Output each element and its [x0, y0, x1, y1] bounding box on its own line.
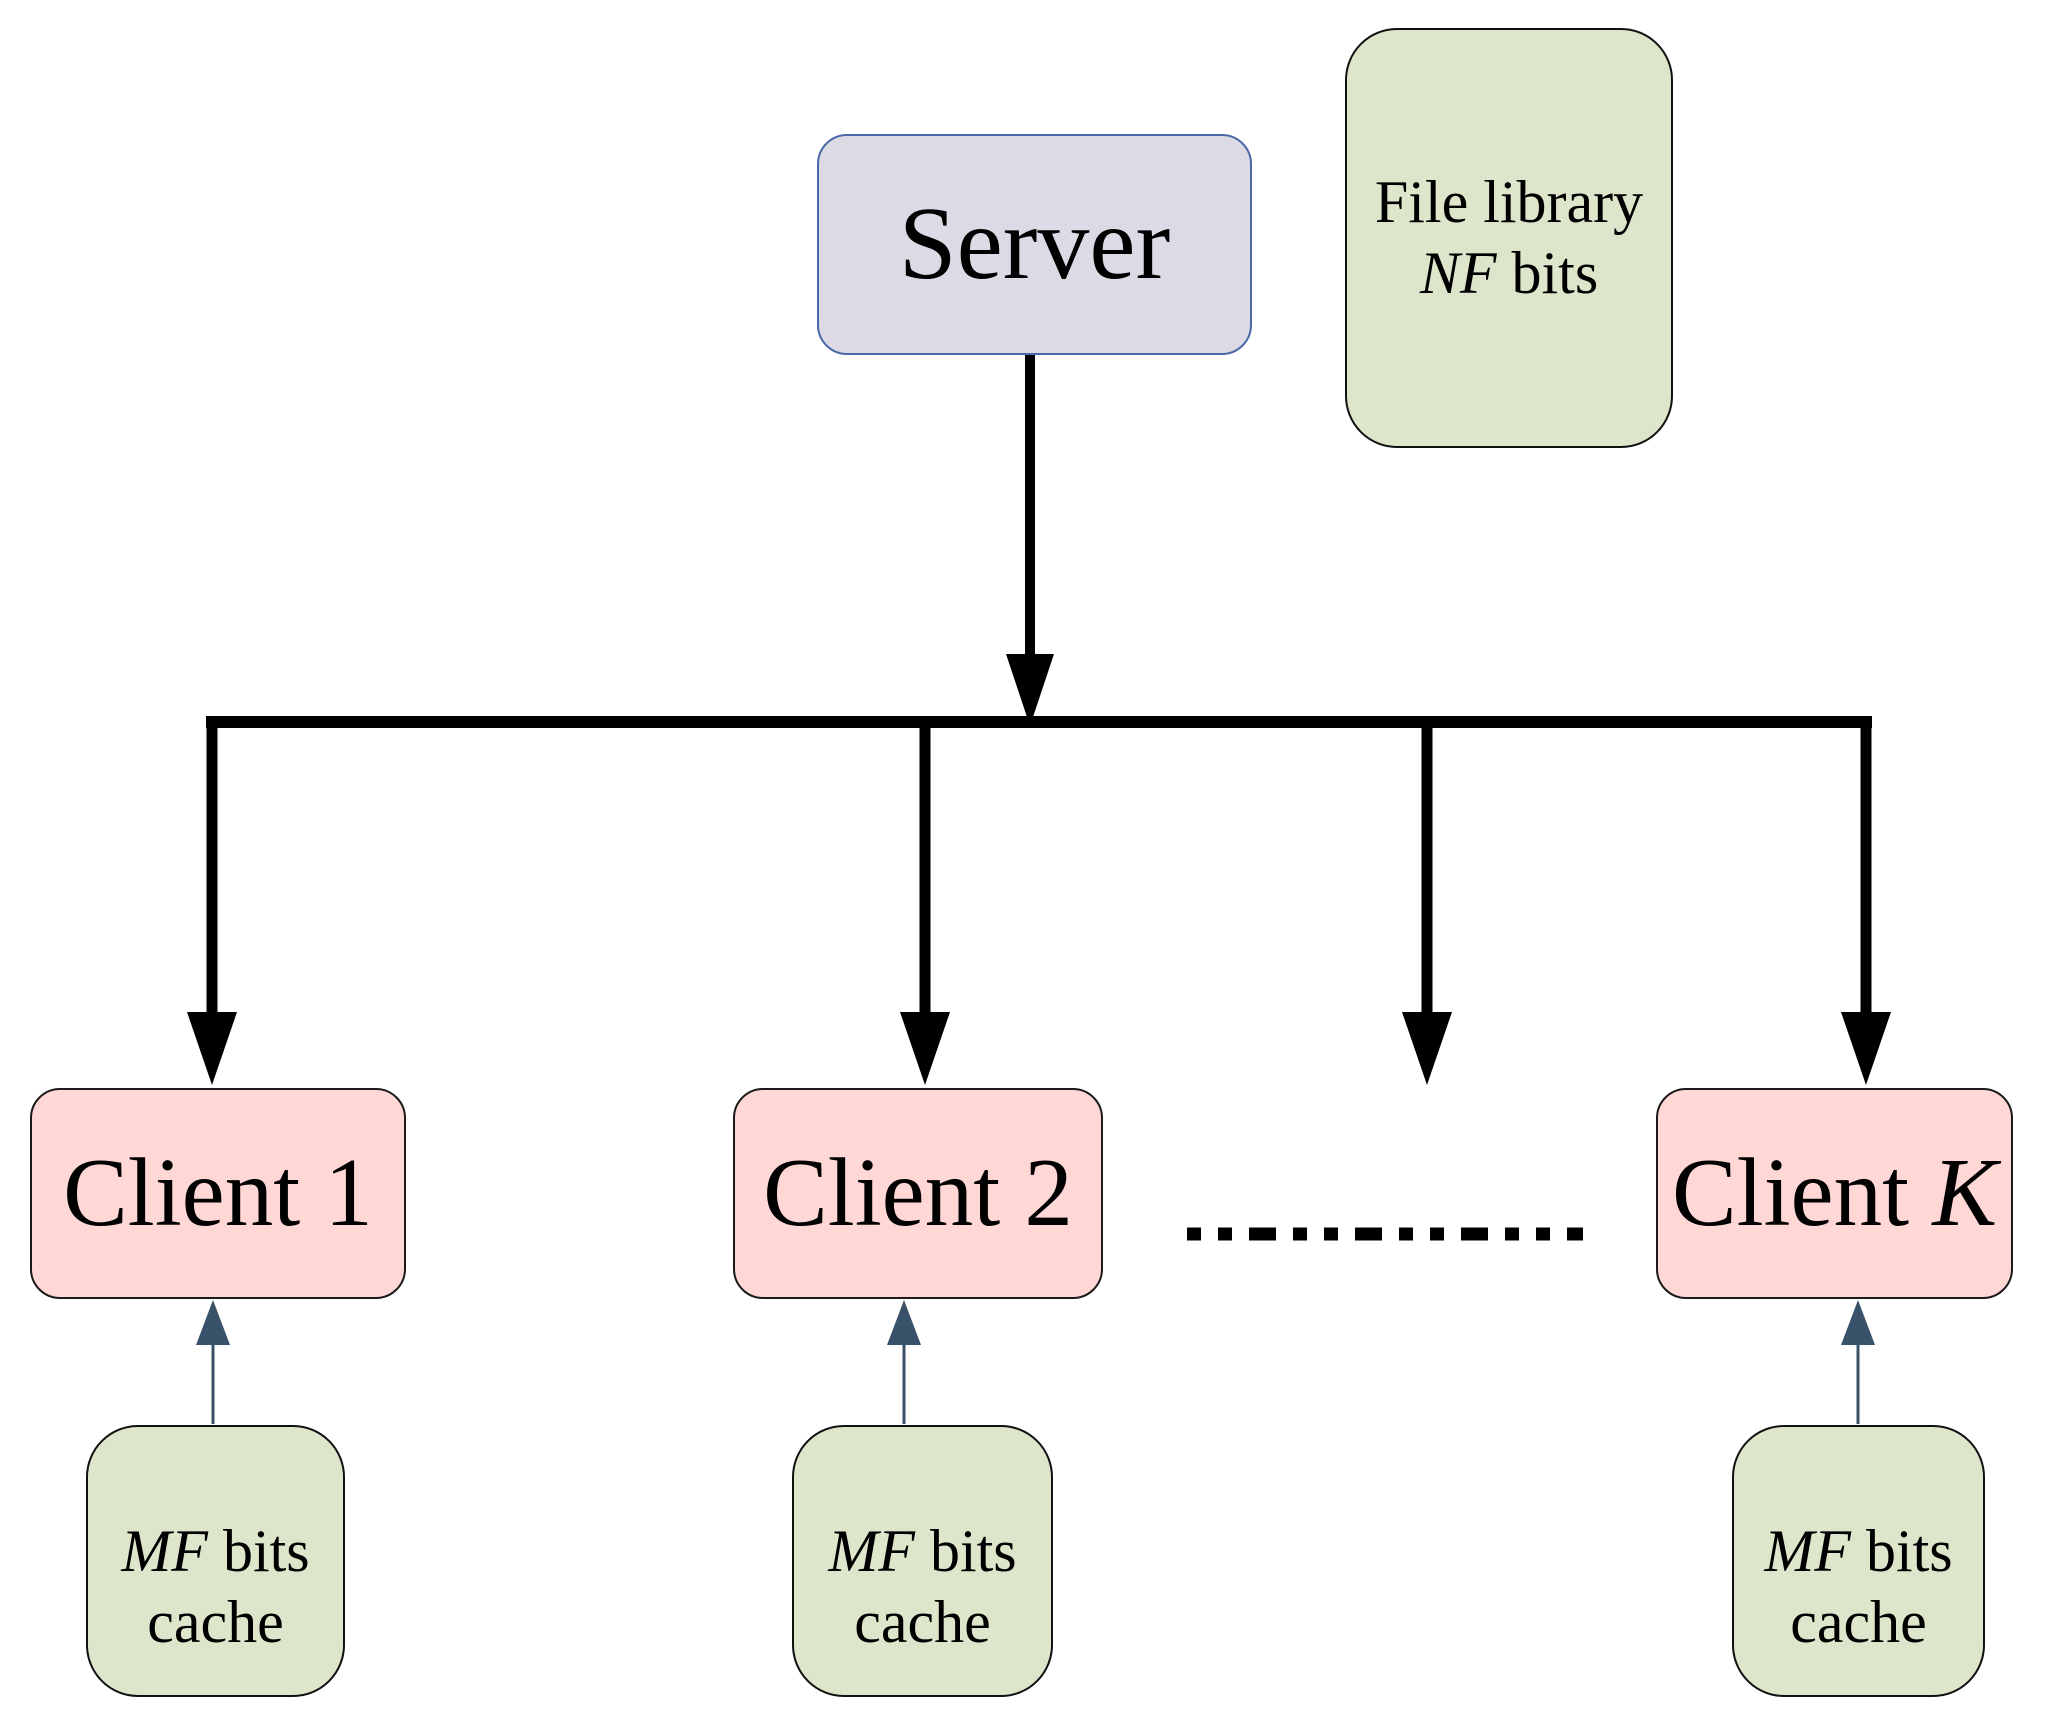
- cache-1-box: MF bits cache: [86, 1425, 345, 1697]
- server-label: Server: [898, 186, 1171, 302]
- file-library-suffix: bits: [1496, 240, 1599, 306]
- cache-2-suffix: bits: [914, 1518, 1017, 1585]
- server-to-bus-arrow: [1006, 353, 1054, 726]
- cache-k-line2: cache: [1790, 1589, 1927, 1655]
- cache-2-line2: cache: [854, 1589, 991, 1655]
- cache-k-box: MF bits cache: [1732, 1425, 1985, 1697]
- cache-2-box: MF bits cache: [792, 1425, 1053, 1697]
- bus-to-client1-arrow: [187, 716, 237, 1085]
- file-library-box: File library NF bits: [1345, 28, 1673, 448]
- cachek-to-clientk-arrow: [1841, 1300, 1875, 1424]
- client-k-label: Client: [1671, 1139, 1910, 1247]
- cache-k-var: MF: [1764, 1518, 1851, 1585]
- cache-k-suffix: bits: [1850, 1518, 1953, 1585]
- client-1-box: Client 1: [30, 1088, 406, 1299]
- client-1-label: Client 1: [63, 1139, 373, 1247]
- client-2-label: Client 2: [763, 1139, 1073, 1247]
- cache-1-suffix: bits: [207, 1518, 310, 1585]
- server-box: Server: [817, 134, 1252, 355]
- cache-1-line2: cache: [147, 1589, 284, 1655]
- cache-2-line1: MF bits: [828, 1516, 1016, 1587]
- bus-to-client2-arrow: [900, 716, 950, 1085]
- file-library-line2: NF bits: [1420, 238, 1598, 309]
- cache2-to-client2-arrow: [887, 1300, 921, 1424]
- client-2-box: Client 2: [733, 1088, 1103, 1299]
- file-library-line1: File library: [1374, 169, 1644, 236]
- file-library-var: NF: [1419, 240, 1497, 306]
- cache-k-line1: MF bits: [1764, 1516, 1952, 1587]
- cache-2-var: MF: [828, 1518, 915, 1585]
- cache-1-line1: MF bits: [121, 1516, 309, 1587]
- cache-1-var: MF: [121, 1518, 208, 1585]
- bus-to-clientk-arrow: [1841, 716, 1891, 1085]
- client-k-var: K: [1932, 1139, 1998, 1247]
- bus-to-hidden-client-arrow: [1402, 716, 1452, 1085]
- cache1-to-client1-arrow: [196, 1300, 230, 1424]
